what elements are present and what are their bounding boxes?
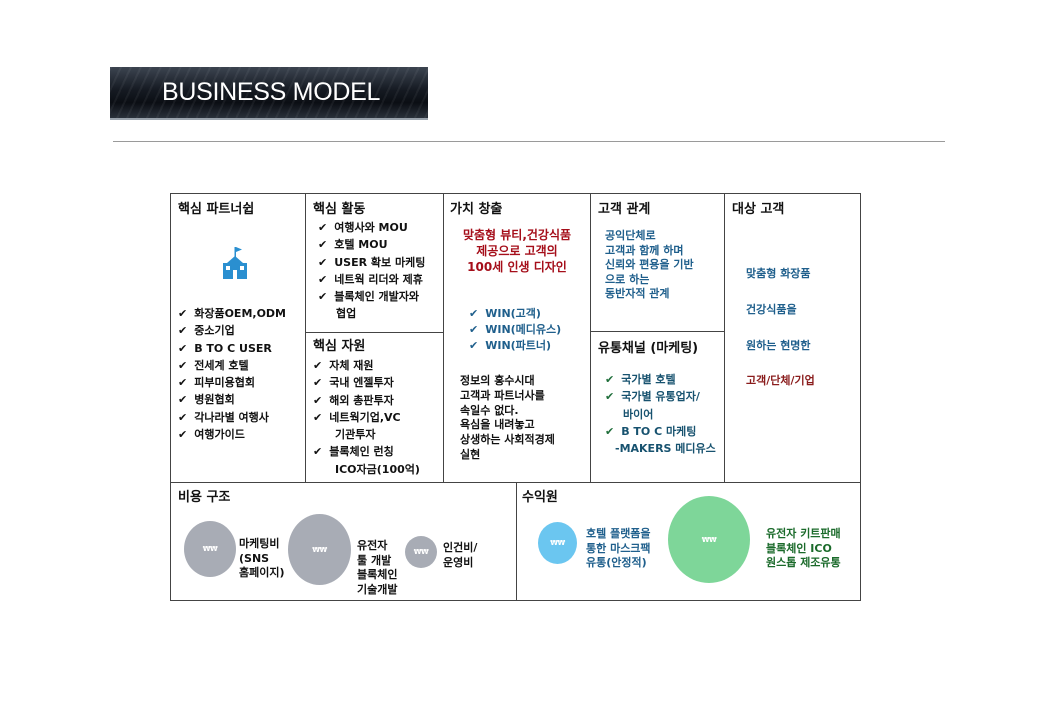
list-item: B TO C 마케팅: [605, 423, 716, 440]
list-item: 중소기업: [178, 322, 286, 339]
grid-line: [516, 482, 517, 600]
value-body: 정보의 홍수시대 고객과 파트너사를 속일수 없다. 욕심을 내려놓고 상생하는…: [460, 374, 555, 461]
list-item: 해외 총판투자: [313, 392, 420, 409]
grid-line: [590, 194, 591, 482]
revenue-title: 수익원: [522, 490, 558, 505]
grid-line: [590, 331, 724, 332]
list-item: 국가별 유통업자/: [605, 388, 716, 405]
list-item: 바이어: [623, 407, 654, 421]
channels-title: 유통채널 (마케팅): [598, 341, 699, 356]
cost-label: 인건비/ 운영비: [443, 541, 478, 569]
list-item: 네트웍 리더와 제휴: [318, 271, 425, 288]
list-item: 자체 재원: [313, 357, 420, 374]
page-title: BUSINESS MODEL: [162, 78, 381, 106]
list-item: 호텔 MOU: [318, 236, 425, 253]
list-item: 전세계 호텔: [178, 357, 286, 374]
revenue-bubble: ₩₩: [538, 522, 577, 564]
grid-line: [305, 194, 306, 482]
list-item: 병원협회: [178, 391, 286, 408]
list-item: 화장품OEM,ODM: [178, 305, 286, 322]
list-item: 피부미용협회: [178, 374, 286, 391]
list-item: 여행가이드: [178, 426, 286, 443]
relations-text: 공익단체로 고객과 함께 하며 신뢰와 편용을 기반 으로 하는 동반자적 관계: [605, 229, 694, 300]
list-item: 각나라별 여행사: [178, 409, 286, 426]
list-item: WIN(파트너): [469, 338, 561, 354]
list-item: WIN(고객): [469, 306, 561, 322]
list-item: 블록체인 런칭: [313, 443, 420, 460]
segment-item: 건강식품을: [746, 303, 797, 316]
resources-list: 자체 재원 국내 엔젤투자 해외 총판투자 네트웍기업,VC 기관투자 블록체인…: [313, 357, 420, 478]
list-item: 국가별 호텔: [605, 371, 716, 388]
list-item: 여행사와 MOU: [318, 219, 425, 236]
list-item: WIN(메디유스): [469, 322, 561, 338]
resources-title: 핵심 자원: [313, 339, 366, 354]
list-item: -MAKERS 메디유스: [615, 442, 716, 456]
cost-bubble: ₩₩: [288, 514, 351, 585]
school-icon: [223, 247, 247, 279]
cost-label: 마케팅비 (SNS 홈페이지): [239, 537, 285, 579]
list-item: 블록체인 개발자와: [318, 288, 425, 305]
activities-title: 핵심 활동: [313, 202, 366, 217]
segment-item: 고객/단체/기업: [746, 374, 815, 387]
list-item: 네트웍기업,VC: [313, 409, 420, 426]
title-banner: BUSINESS MODEL: [110, 67, 428, 120]
segments-title: 대상 고객: [732, 202, 785, 217]
divider: [113, 141, 945, 142]
value-title: 가치 창출: [450, 202, 503, 217]
channels-list: 국가별 호텔 국가별 유통업자/ 바이어 B TO C 마케팅 -MAKERS …: [605, 371, 716, 457]
grid-line: [443, 194, 444, 482]
value-wins: WIN(고객) WIN(메디유스) WIN(파트너): [469, 306, 561, 354]
cost-bubble: ₩₩: [184, 521, 236, 577]
revenue-bubble: ₩₩: [668, 496, 750, 583]
list-item: 기관투자: [335, 428, 376, 442]
relations-title: 고객 관계: [598, 202, 651, 217]
list-item: 국내 엔젤투자: [313, 374, 420, 391]
cost-title: 비용 구조: [178, 490, 231, 505]
segment-item: 원하는 현명한: [746, 339, 811, 352]
list-item: B TO C USER: [178, 340, 286, 357]
list-item: ICO자금(100억): [335, 462, 420, 476]
partners-list: 화장품OEM,ODM 중소기업 B TO C USER 전세계 호텔 피부미용협…: [178, 305, 286, 443]
list-item: 협업: [336, 307, 357, 321]
revenue-label: 호텔 플랫폼을 통한 마스크팩 유통(안정적): [586, 527, 651, 569]
activities-list: 여행사와 MOU 호텔 MOU USER 확보 마케팅 네트웍 리더와 제휴 블…: [318, 219, 425, 323]
grid-line: [724, 194, 725, 482]
business-model-canvas: [170, 193, 861, 601]
grid-line: [305, 332, 443, 333]
cost-label: 유전자 툴 개발 블록체인 기술개발: [357, 539, 398, 596]
cost-bubble: ₩₩: [405, 536, 437, 568]
segment-item: 맞춤형 화장품: [746, 267, 811, 280]
revenue-label: 유전자 키트판매 블록체인 ICO 원스톱 제조유통: [766, 527, 841, 569]
value-headline: 맞춤형 뷰티,건강식품 제공으로 고객의 100세 인생 디자인: [462, 228, 572, 274]
partners-title: 핵심 파트너쉽: [178, 202, 255, 217]
grid-line: [171, 482, 860, 483]
list-item: USER 확보 마케팅: [318, 254, 425, 271]
